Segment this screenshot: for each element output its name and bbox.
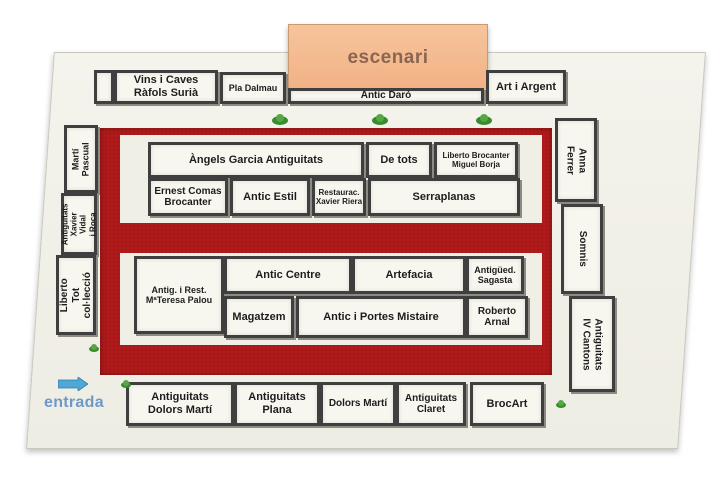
entrance-label: entrada xyxy=(44,394,104,411)
stand-label: De tots xyxy=(380,153,418,166)
stand-label: Antiguitats Xavier Vidal i Roca xyxy=(60,203,98,245)
stand-label: Pla Dalmau xyxy=(228,82,278,93)
stand-label: Antig. i Rest. MªTeresa Palou xyxy=(145,284,213,305)
stand-label: Artefacia xyxy=(385,268,433,281)
stand-pla-dalmau[interactable]: Pla Dalmau xyxy=(220,72,286,104)
stand-antic-centre[interactable]: Antic Centre xyxy=(224,256,352,294)
stand-anna-ferrer[interactable]: Anna Ferrer xyxy=(555,118,597,202)
stand-label: Antic Estil xyxy=(243,190,297,203)
stand-label: Magatzem xyxy=(232,310,286,323)
stand-brocart[interactable]: BrocArt xyxy=(470,382,544,426)
stand-label: Dolors Martí xyxy=(328,398,388,410)
stand-artefacia[interactable]: Artefacia xyxy=(352,256,466,294)
stand-teresa-palou[interactable]: Antig. i Rest. MªTeresa Palou xyxy=(134,256,224,334)
stand-dolors-marti-antiguitats[interactable]: Antiguitats Dolors Martí xyxy=(126,382,234,426)
entrance-arrow-icon xyxy=(58,377,88,391)
stand-somnis[interactable]: Somnis xyxy=(561,204,603,294)
stand-label: Antiguitats Claret xyxy=(404,392,458,416)
stand-label: Antiguitats Plana xyxy=(248,391,306,416)
stand-label: Anna Ferrer xyxy=(565,145,588,175)
stand-claret[interactable]: Antiguitats Claret xyxy=(396,382,466,426)
stand-de-tots[interactable]: De tots xyxy=(366,142,432,178)
plant-icon xyxy=(121,380,131,388)
stand-label: Ernest Comas Brocanter xyxy=(154,185,222,209)
stand-empty-top-left[interactable] xyxy=(94,70,114,104)
stand-label: Antiguitats IV Cantons xyxy=(581,317,604,371)
stand-liberto-tot-colleccio[interactable]: Liberto Tot col·lecció xyxy=(56,255,96,335)
plant-icon xyxy=(556,400,566,408)
stand-antic-estil[interactable]: Antic Estil xyxy=(230,178,310,216)
stand-label: BrocArt xyxy=(486,397,528,410)
stand-dolors-marti[interactable]: Dolors Martí xyxy=(320,382,396,426)
stand-label: Antic Daró xyxy=(360,90,412,102)
stand-vins-caves[interactable]: Vins i Caves Ràfols Surià xyxy=(114,70,218,104)
stand-label: Somnis xyxy=(576,230,588,268)
stage: escenari xyxy=(288,24,488,92)
stand-xavier-vidal[interactable]: Antiguitats Xavier Vidal i Roca xyxy=(61,193,97,255)
stand-portes-mistaire[interactable]: Antic i Portes Mistaire xyxy=(296,296,466,338)
stand-label: Liberto Brocanter Miguel Borja xyxy=(442,150,510,169)
stand-label: Serraplanas xyxy=(412,190,476,203)
plant-icon xyxy=(372,114,388,126)
stand-label: Martí Pascual xyxy=(70,141,92,177)
plant-icon xyxy=(476,114,492,126)
stage-label: escenari xyxy=(347,47,429,68)
stand-label: Restaurac. Xavier Riera xyxy=(315,187,363,206)
stand-roberto-arnal[interactable]: Roberto Arnal xyxy=(466,296,528,338)
stand-label: Àngels Garcia Antiguitats xyxy=(188,153,324,166)
stand-label: Antiguitats Dolors Martí xyxy=(147,391,213,416)
stand-restaurac-xavier-riera[interactable]: Restaurac. Xavier Riera xyxy=(312,178,366,216)
stand-label: Roberto Arnal xyxy=(477,305,517,329)
stand-sagasta[interactable]: Antigüed. Sagasta xyxy=(466,256,524,294)
plant-icon xyxy=(89,344,99,352)
stand-angels-garcia[interactable]: Àngels Garcia Antiguitats xyxy=(148,142,364,178)
stand-iv-cantons[interactable]: Antiguitats IV Cantons xyxy=(569,296,615,392)
stand-marti-pascual[interactable]: Martí Pascual xyxy=(64,125,98,193)
stand-serraplanas[interactable]: Serraplanas xyxy=(368,178,520,216)
stand-label: Antic i Portes Mistaire xyxy=(323,310,439,323)
stand-label: Liberto Tot col·lecció xyxy=(58,271,93,319)
stand-label: Antigüed. Sagasta xyxy=(474,264,516,285)
stand-label: Art i Argent xyxy=(495,80,557,93)
plant-icon xyxy=(272,114,288,126)
stand-ernest-comas[interactable]: Ernest Comas Brocanter xyxy=(148,178,228,216)
stand-liberto-brocanter[interactable]: Liberto Brocanter Miguel Borja xyxy=(434,142,518,178)
stand-antic-daro[interactable]: Antic Daró xyxy=(288,88,484,104)
stand-label: Antic Centre xyxy=(255,268,321,281)
stand-magatzem[interactable]: Magatzem xyxy=(224,296,294,338)
stand-art-argent[interactable]: Art i Argent xyxy=(486,70,566,104)
stand-label: Vins i Caves Ràfols Surià xyxy=(133,74,199,99)
stand-plana[interactable]: Antiguitats Plana xyxy=(234,382,320,426)
